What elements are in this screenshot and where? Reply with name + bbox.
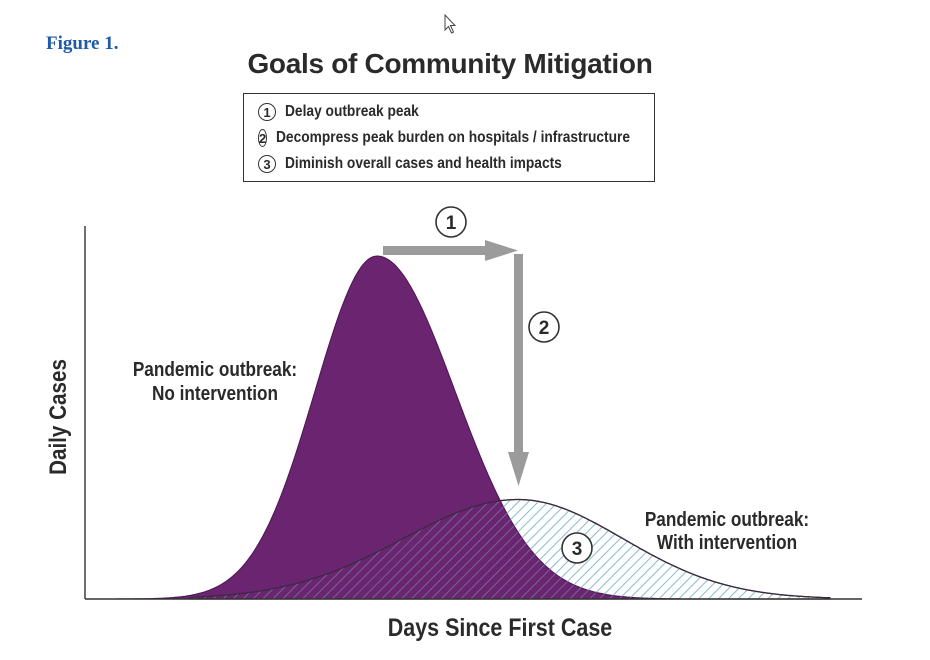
no-intervention-label-line2: No intervention: [152, 382, 278, 405]
goal-number-1: 1: [258, 103, 276, 121]
marker-2: 2: [528, 311, 560, 343]
figure-label: Figure 1.: [46, 33, 119, 54]
goal-text-2: Decompress peak burden on hospitals / in…: [276, 129, 631, 146]
marker-1-label: 1: [446, 213, 457, 234]
goal-text-1: Delay outbreak peak: [285, 103, 419, 120]
with-intervention-label-line1: Pandemic outbreak:: [645, 508, 809, 531]
decompress-arrow: [508, 254, 529, 486]
x-axis-label: Days Since First Case: [388, 613, 613, 641]
chart-title: Goals of Community Mitigation: [247, 48, 653, 79]
marker-2-label: 2: [539, 318, 550, 339]
goal-number-2: 2: [258, 129, 268, 147]
goal-text-3: Diminish overall cases and health impact…: [285, 155, 562, 172]
delay-arrow: [383, 240, 518, 261]
marker-1: 1: [435, 206, 467, 238]
marker-3-label: 3: [572, 539, 583, 560]
overlap-hatch: [190, 499, 830, 599]
marker-3: 3: [561, 532, 593, 564]
mouse-cursor-icon: [444, 14, 457, 34]
no-intervention-label-line1: Pandemic outbreak:: [133, 358, 297, 381]
goal-item-3: 3 Diminish overall cases and health impa…: [258, 151, 654, 177]
with-intervention-outline: [189, 498, 831, 599]
goal-number-3: 3: [258, 155, 276, 173]
goal-item-1: 1 Delay outbreak peak: [258, 99, 654, 125]
goal-item-2: 2 Decompress peak burden on hospitals / …: [258, 125, 654, 151]
goals-legend: 1 Delay outbreak peak 2 Decompress peak …: [243, 93, 655, 182]
y-axis-label: Daily Cases: [45, 359, 72, 475]
with-intervention-label-line2: With intervention: [657, 531, 797, 554]
